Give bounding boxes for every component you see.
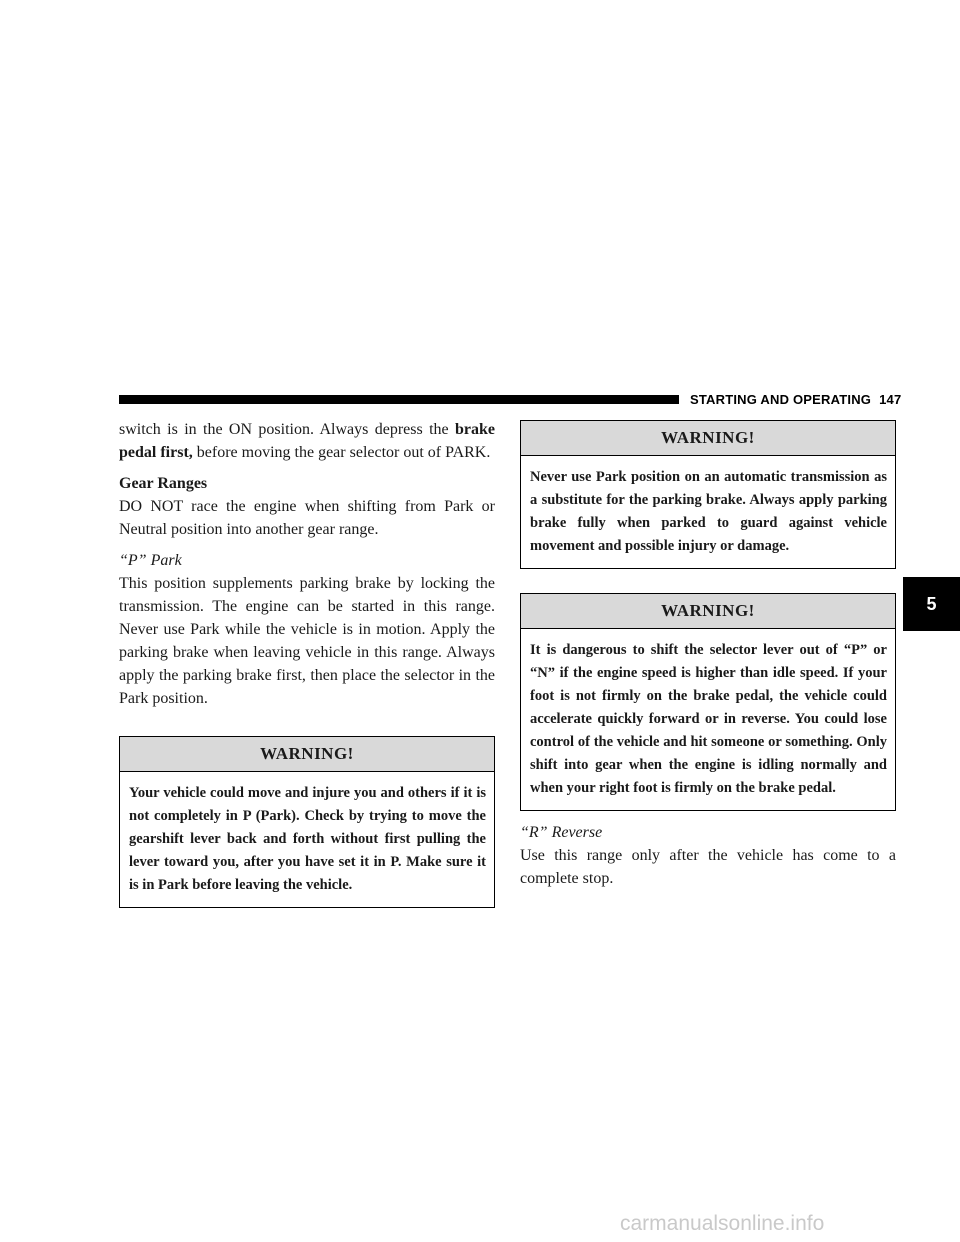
warning-title: WARNING! bbox=[120, 737, 494, 772]
warning-title: WARNING! bbox=[521, 594, 895, 629]
intro-text-end: before moving the gear selector out of P… bbox=[192, 444, 491, 461]
intro-text: switch is in the ON position. Always dep… bbox=[119, 421, 455, 438]
chapter-tab: 5 bbox=[903, 577, 960, 631]
warning-text: Never use Park position on an automatic … bbox=[530, 469, 887, 554]
intro-bold-text: brake pedal first, bbox=[119, 421, 495, 461]
page-number: 147 bbox=[879, 392, 902, 407]
warning-box-parking-brake: WARNING! Never use Park position on an a… bbox=[520, 420, 896, 569]
warning-text: It is dangerous to shift the selector le… bbox=[530, 642, 887, 796]
watermark: carmanualsonline.info bbox=[620, 1212, 825, 1235]
park-heading: “P” Park bbox=[119, 552, 182, 569]
warning-title: WARNING! bbox=[521, 421, 895, 456]
park-text: This position supplements parking brake … bbox=[119, 575, 495, 707]
running-header: STARTING AND OPERATING 147 bbox=[690, 392, 901, 407]
reverse-heading: “R” Reverse bbox=[520, 824, 603, 841]
gear-ranges-text: DO NOT race the engine when shifting fro… bbox=[119, 498, 495, 538]
warning-text: Your vehicle could move and injure you a… bbox=[129, 785, 486, 893]
warning-box-park: WARNING! Your vehicle could move and inj… bbox=[119, 736, 495, 908]
warning-box-selector: WARNING! It is dangerous to shift the se… bbox=[520, 593, 896, 811]
right-column: WARNING! Never use Park position on an a… bbox=[520, 418, 896, 890]
gear-ranges-heading: Gear Ranges bbox=[119, 475, 208, 492]
reverse-text: Use this range only after the vehicle ha… bbox=[520, 847, 896, 887]
section-title: STARTING AND OPERATING bbox=[690, 392, 872, 407]
header-rule bbox=[119, 395, 679, 404]
intro-paragraph: switch is in the ON position. Always dep… bbox=[119, 418, 495, 464]
left-column: switch is in the ON position. Always dep… bbox=[119, 418, 495, 908]
